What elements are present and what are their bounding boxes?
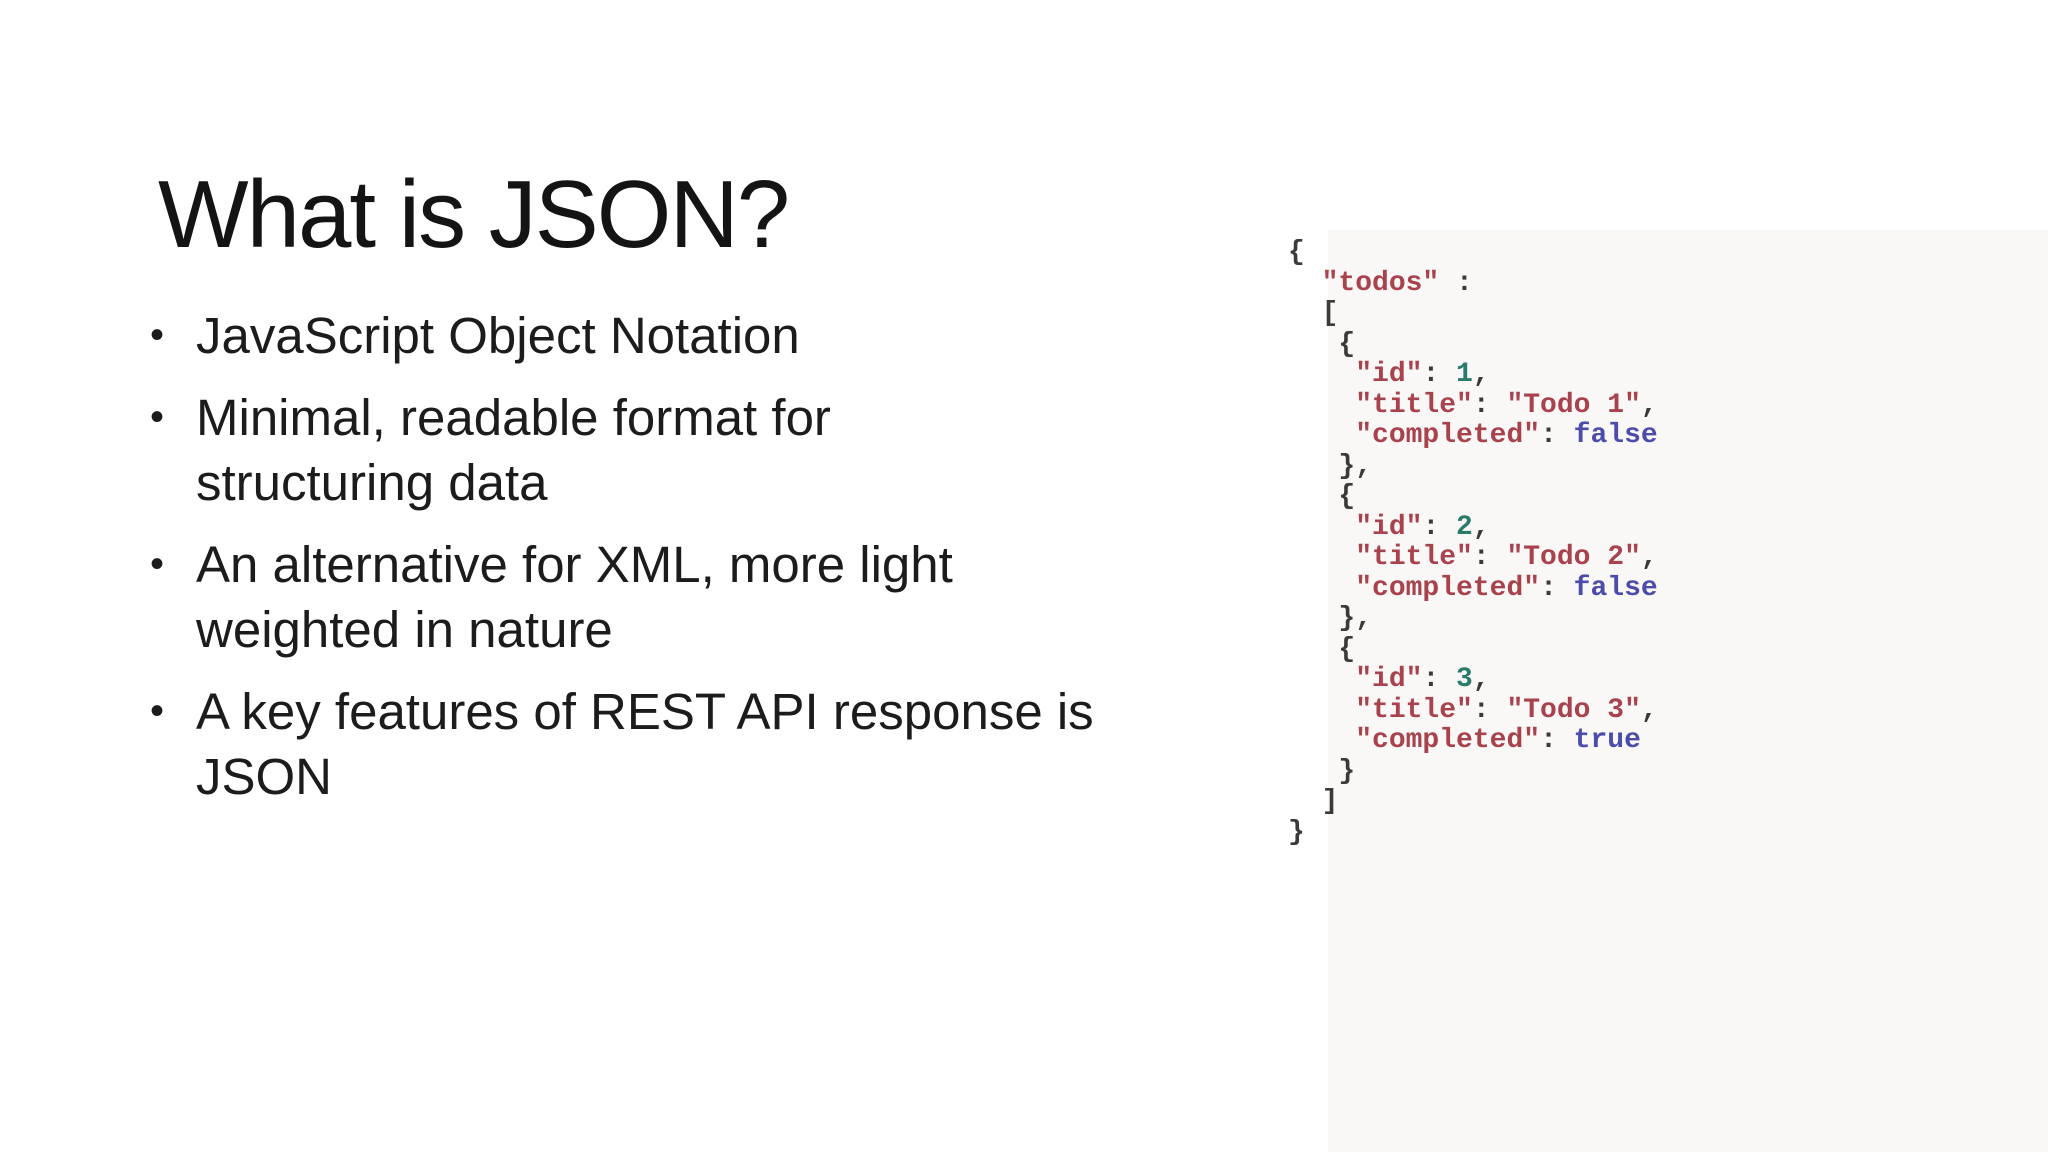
code-line: { <box>1288 237 1658 269</box>
code-token-num: 2 <box>1456 511 1473 543</box>
code-token-punc: : <box>1540 420 1574 451</box>
code-line: "title": "Todo 2", <box>1288 542 1658 574</box>
code-line: "title": "Todo 3", <box>1288 694 1658 727</box>
list-item: • JavaScript Object Notation <box>150 303 1160 368</box>
code-token-key: "id" <box>1355 664 1423 695</box>
page-title: What is JSON? <box>158 161 790 269</box>
code-token-punc: : <box>1472 542 1507 573</box>
code-token-punc: , <box>1640 542 1658 573</box>
code-token-punc <box>1288 725 1355 756</box>
code-token-str: "Todo 2" <box>1506 542 1641 573</box>
code-line: } <box>1288 755 1658 788</box>
code-token-bool: false <box>1573 420 1658 451</box>
code-token-punc <box>1288 420 1355 451</box>
code-token-num: 1 <box>1456 359 1473 390</box>
code-token-key: "todos" <box>1321 267 1440 299</box>
code-line: "title": "Todo 1", <box>1288 389 1658 422</box>
code-token-punc <box>1288 512 1355 543</box>
code-line: "completed": false <box>1288 572 1658 605</box>
bullet-icon: • <box>150 313 165 357</box>
code-line: "id": 1, <box>1288 359 1658 391</box>
code-line: }, <box>1288 450 1658 483</box>
code-token-punc: { <box>1288 633 1356 665</box>
bullet-text: Minimal, readable format for structuring… <box>196 389 831 511</box>
bullet-text: JavaScript Object Notation <box>196 307 800 364</box>
code-token-punc: : <box>1540 572 1574 604</box>
code-line: ] <box>1288 786 1658 818</box>
code-token-bool: true <box>1573 725 1641 756</box>
list-item: • An alternative for XML, more light wei… <box>150 532 1160 662</box>
code-token-punc: { <box>1288 237 1305 268</box>
code-token-key: "title" <box>1355 694 1473 726</box>
code-line: { <box>1288 481 1658 513</box>
code-token-bool: false <box>1573 572 1658 604</box>
code-token-punc: , <box>1472 511 1490 543</box>
list-item: • A key features of REST API response is… <box>150 679 1160 809</box>
code-token-punc: { <box>1288 481 1356 512</box>
code-line: "id": 2, <box>1288 511 1658 544</box>
code-line: } <box>1288 816 1658 849</box>
code-token-punc: : <box>1540 725 1574 756</box>
code-token-punc <box>1288 695 1355 726</box>
code-token-punc <box>1288 664 1355 695</box>
code-line: "todos" : <box>1288 267 1658 300</box>
code-line: [ <box>1288 298 1658 330</box>
code-token-punc: }, <box>1288 450 1373 482</box>
bullet-icon: • <box>150 689 165 733</box>
code-token-punc: , <box>1640 389 1658 421</box>
code-token-key: "title" <box>1355 542 1473 573</box>
code-token-punc: } <box>1288 755 1356 787</box>
code-token-punc <box>1288 359 1355 390</box>
bullet-icon: • <box>150 542 165 586</box>
code-token-punc <box>1288 390 1355 421</box>
code-token-punc: : <box>1422 664 1457 695</box>
code-line: "completed": true <box>1288 725 1658 757</box>
code-token-punc <box>1288 268 1322 299</box>
code-screenshot-background <box>1328 230 2048 1152</box>
code-token-punc: { <box>1288 328 1356 360</box>
code-line: "id": 3, <box>1288 664 1658 696</box>
code-token-punc: : <box>1472 694 1507 726</box>
code-token-key: "completed" <box>1355 572 1541 604</box>
code-block: { "todos" : [ { "id": 1, "title": "Todo … <box>1288 237 1658 849</box>
code-token-punc: : <box>1472 389 1507 421</box>
code-token-punc: : <box>1422 511 1457 543</box>
code-token-key: "completed" <box>1355 725 1541 756</box>
bullet-icon: • <box>150 395 165 439</box>
code-line: { <box>1288 633 1658 666</box>
code-line: }, <box>1288 603 1658 635</box>
bullet-text: An alternative for XML, more light weigh… <box>196 536 953 658</box>
code-token-punc: } <box>1288 816 1305 848</box>
code-token-punc: , <box>1472 359 1490 390</box>
code-token-punc: }, <box>1288 603 1373 634</box>
code-token-key: "title" <box>1355 389 1473 421</box>
code-token-punc: : <box>1422 359 1457 390</box>
list-item: • Minimal, readable format for structuri… <box>150 385 1160 515</box>
code-token-key: "completed" <box>1355 420 1541 451</box>
code-token-str: "Todo 3" <box>1506 694 1641 726</box>
code-token-key: "id" <box>1355 511 1423 543</box>
code-token-punc: ] <box>1288 786 1339 817</box>
code-token-punc <box>1288 542 1355 573</box>
bullet-list: • JavaScript Object Notation • Minimal, … <box>150 303 1160 826</box>
code-token-punc: [ <box>1288 298 1339 329</box>
code-token-punc: , <box>1640 694 1658 726</box>
code-line: "completed": false <box>1288 420 1658 452</box>
code-token-key: "id" <box>1355 359 1423 390</box>
code-token-punc: : <box>1439 267 1473 299</box>
code-line: { <box>1288 328 1658 361</box>
code-token-punc: , <box>1472 664 1490 695</box>
bullet-text: A key features of REST API response is J… <box>196 683 1094 805</box>
code-token-num: 3 <box>1456 664 1473 695</box>
code-token-punc <box>1288 573 1355 604</box>
code-token-str: "Todo 1" <box>1506 389 1641 421</box>
